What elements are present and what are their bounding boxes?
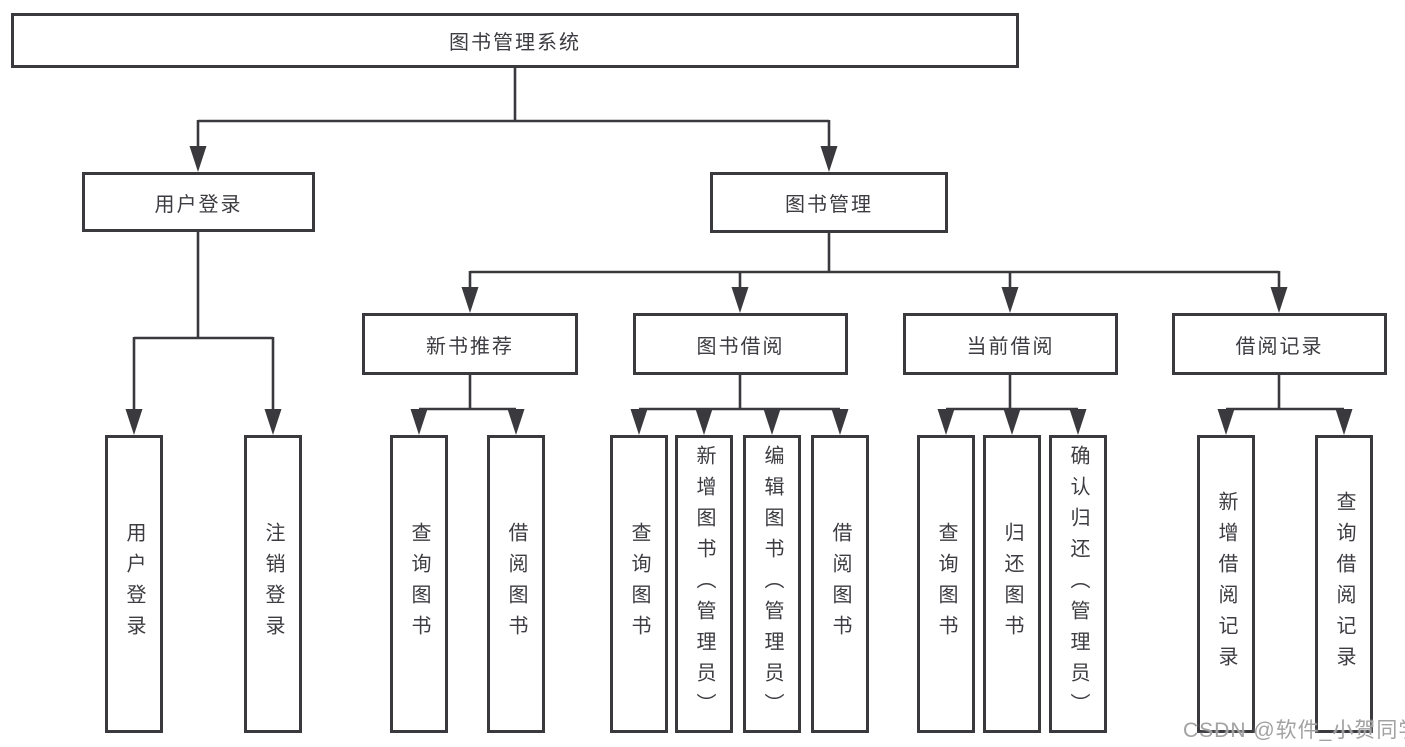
node-library-management-system: 图书管理系统 xyxy=(11,13,1019,68)
leaf-label: 编辑图书（管理员） xyxy=(761,444,783,724)
leaf-borrow-books: 借阅图书 xyxy=(811,435,869,733)
node-new-book-recommend: 新书推荐 xyxy=(362,313,578,375)
leaf-add-borrow-record: 新增借阅记录 xyxy=(1197,435,1255,733)
leaf-return-books: 归还图书 xyxy=(983,435,1041,733)
node-label: 借阅记录 xyxy=(1235,335,1324,358)
node-label: 当前借阅 xyxy=(966,335,1055,358)
node-book-borrowing: 图书借阅 xyxy=(633,313,848,375)
leaf-label: 确认归还（管理员） xyxy=(1067,444,1089,724)
node-label: 图书管理系统 xyxy=(449,32,581,54)
node-label: 用户登录 xyxy=(154,193,243,216)
leaf-label: 注销登录 xyxy=(262,522,284,646)
node-user-login: 用户登录 xyxy=(82,172,315,232)
leaf-label: 查询图书 xyxy=(628,522,650,646)
node-label: 图书管理 xyxy=(785,194,873,216)
node-borrowing-records: 借阅记录 xyxy=(1172,313,1387,375)
leaf-borrow-books-recommend: 借阅图书 xyxy=(487,435,545,733)
leaf-query-books-current: 查询图书 xyxy=(917,435,975,733)
node-book-management: 图书管理 xyxy=(710,172,948,233)
leaf-label: 借阅图书 xyxy=(829,522,851,646)
leaf-label: 用户登录 xyxy=(123,522,145,646)
node-label: 图书借阅 xyxy=(696,335,785,358)
leaf-label: 查询图书 xyxy=(408,522,430,646)
leaf-confirm-return-admin: 确认归还（管理员） xyxy=(1049,435,1107,733)
leaf-label: 借阅图书 xyxy=(505,522,527,646)
leaf-label: 归还图书 xyxy=(1001,522,1023,646)
leaf-edit-books-admin: 编辑图书（管理员） xyxy=(743,435,801,733)
leaf-query-books-recommend: 查询图书 xyxy=(390,435,448,733)
leaf-query-borrow-record: 查询借阅记录 xyxy=(1315,435,1373,733)
node-current-borrowing: 当前借阅 xyxy=(903,313,1118,375)
leaf-user-login: 用户登录 xyxy=(105,435,163,733)
leaf-label: 新增图书（管理员） xyxy=(693,444,715,724)
leaf-logout: 注销登录 xyxy=(244,435,302,733)
node-label: 新书推荐 xyxy=(426,335,514,358)
leaf-add-books-admin: 新增图书（管理员） xyxy=(675,435,733,733)
leaf-query-books-borrowing: 查询图书 xyxy=(610,435,668,733)
csdn-watermark: CSDN @软件_小贺同学 xyxy=(1183,719,1405,742)
leaf-label: 查询借阅记录 xyxy=(1333,491,1355,677)
leaf-label: 查询图书 xyxy=(935,522,957,646)
leaf-label: 新增借阅记录 xyxy=(1215,491,1237,677)
